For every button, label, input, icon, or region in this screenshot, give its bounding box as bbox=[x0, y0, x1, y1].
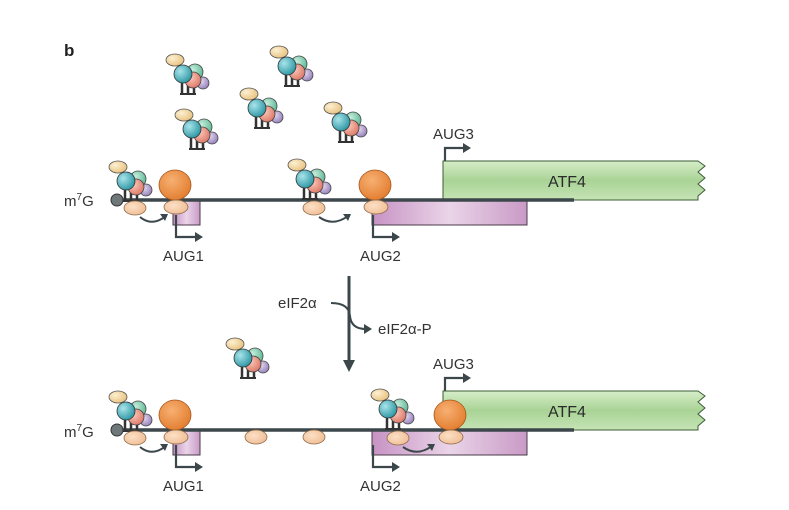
aug3-label: AUG3 bbox=[433, 126, 474, 143]
small-subunit bbox=[302, 200, 326, 216]
free-complex bbox=[224, 336, 271, 380]
cap-structure bbox=[110, 193, 124, 207]
atf4-orf-box bbox=[442, 160, 706, 201]
free-complex bbox=[238, 86, 285, 130]
ribosome-small-subunit bbox=[163, 429, 189, 445]
aug2-label: AUG2 bbox=[360, 248, 401, 265]
phosphorylation-arrow bbox=[330, 302, 367, 330]
reinitiating-complex bbox=[286, 157, 333, 201]
atf4-label: ATF4 bbox=[548, 404, 586, 421]
free-complex bbox=[268, 44, 315, 88]
uorf2-box bbox=[371, 199, 528, 226]
panel-label: b bbox=[64, 41, 74, 60]
cap-structure bbox=[110, 423, 124, 437]
free-complex bbox=[322, 100, 369, 144]
cap-label: m7G bbox=[64, 192, 94, 210]
mrna-stress-conditions: m7G ATF4 AUG1 AUG2 bbox=[64, 356, 706, 495]
small-subunit bbox=[123, 200, 147, 216]
mrna-normal-conditions: m7G ATF4 AUG1 AUG2 bbox=[64, 126, 706, 265]
small-subunit bbox=[386, 430, 410, 446]
ribosome-small-subunit bbox=[163, 199, 189, 215]
aug1-label: AUG1 bbox=[163, 478, 204, 495]
scan-arrow bbox=[402, 445, 433, 453]
free-complexes bbox=[164, 44, 369, 151]
ribosome-small-subunit bbox=[438, 429, 464, 445]
stress-transition: eIF2α eIF2α-P bbox=[224, 276, 432, 380]
free-complex bbox=[173, 107, 220, 151]
aug3-label: AUG3 bbox=[433, 356, 474, 373]
eif2a-p-label: eIF2α-P bbox=[378, 321, 432, 338]
atf4-label: ATF4 bbox=[548, 174, 586, 191]
cap-label: m7G bbox=[64, 423, 94, 441]
small-subunit bbox=[123, 430, 147, 446]
ribosome-large-subunit bbox=[433, 399, 467, 431]
ribosome-large-subunit bbox=[358, 169, 392, 201]
aug2-label: AUG2 bbox=[360, 478, 401, 495]
eif2a-label: eIF2α bbox=[278, 295, 317, 312]
reinitiating-complex bbox=[369, 387, 416, 431]
ribosome-large-subunit bbox=[158, 169, 192, 201]
scanning-small-subunit bbox=[302, 429, 326, 445]
free-complex bbox=[164, 52, 211, 96]
scan-arrow bbox=[318, 215, 349, 223]
scanning-small-subunit bbox=[244, 429, 268, 445]
ribosome-large-subunit bbox=[158, 399, 192, 431]
atf4-orf-box bbox=[442, 390, 706, 431]
aug1-label: AUG1 bbox=[163, 248, 204, 265]
ribosome-small-subunit bbox=[363, 199, 389, 215]
